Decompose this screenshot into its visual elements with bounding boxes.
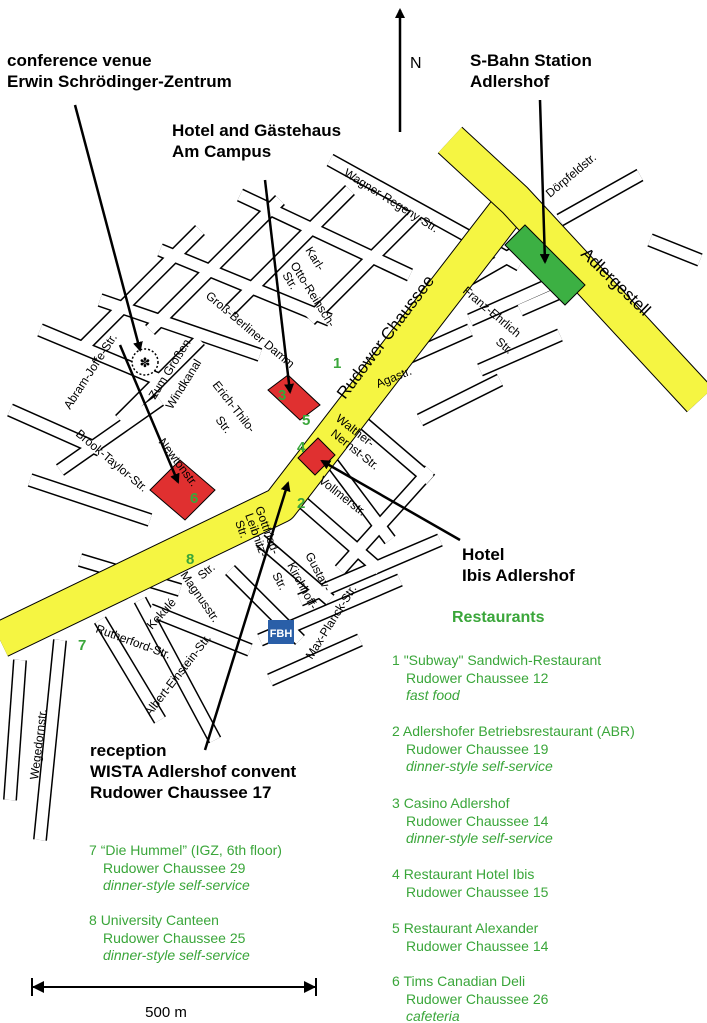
reception-callout-line-1: reception <box>90 741 167 760</box>
hotel-campus-arrow <box>263 179 295 394</box>
venue-callout: conference venue Erwin Schrödinger-Zentr… <box>7 50 232 92</box>
ibis-arrow <box>320 459 461 542</box>
restaurant-5-address: Rudower Chaussee 14 <box>406 937 549 954</box>
restaurant-3-address: Rudower Chaussee 14 <box>406 812 549 829</box>
restaurant-5-name: 5 Restaurant Alexander <box>392 920 539 936</box>
restaurant-2-type: dinner-style self-service <box>406 758 553 774</box>
reception-callout: reception WISTA Adlershof convent Rudowe… <box>90 740 296 803</box>
marker-7: 7 <box>78 637 86 654</box>
restaurant-4-address: Rudower Chaussee 15 <box>406 883 549 900</box>
restaurant-4: 4 Restaurant Hotel Ibis Rudower Chaussee… <box>392 866 548 901</box>
restaurant-7-name: 7 “Die Hummel” (IGZ, 6th floor) <box>89 842 282 858</box>
ibis-callout-line-2: Ibis Adlershof <box>462 566 575 585</box>
restaurant-8-name: 8 University Canteen <box>89 912 219 928</box>
reception-callout-line-2: WISTA Adlershof convent <box>90 762 297 781</box>
restaurant-3-type: dinner-style self-service <box>406 830 553 846</box>
marker-2: 2 <box>297 495 305 512</box>
marker-8: 8 <box>186 551 194 568</box>
fbh-logo: FBH <box>268 620 294 644</box>
marker-3: 3 <box>278 387 286 404</box>
hotel-campus-callout: Hotel and Gästehaus Am Campus <box>172 120 341 162</box>
restaurant-6-type: cafeteria <box>406 1008 460 1023</box>
restaurant-8-address: Rudower Chaussee 25 <box>103 929 246 946</box>
restaurant-2-address: Rudower Chaussee 19 <box>406 740 549 757</box>
venue-callout-line-2: Erwin Schrödinger-Zentrum <box>7 72 232 91</box>
marker-1: 1 <box>333 355 341 372</box>
sbahn-arrow <box>538 99 550 264</box>
sbahn-callout: S-Bahn Station Adlershof <box>470 50 592 92</box>
marker-5: 5 <box>302 412 310 429</box>
conference-venue-marker: ✽ <box>131 348 159 376</box>
hotel-ibis-building <box>297 437 336 476</box>
street-wagner: Wagner-Regeny-Str. <box>341 166 441 236</box>
restaurant-4-name: 4 Restaurant Hotel Ibis <box>392 866 535 882</box>
restaurant-2-name: 2 Adlershofer Betriebsrestaurant (ABR) <box>392 723 635 739</box>
restaurant-5: 5 Restaurant Alexander Rudower Chaussee … <box>392 920 548 955</box>
venue-arrow <box>73 104 143 352</box>
sbahn-callout-line-2: Adlershof <box>470 72 550 91</box>
hotel-buildings <box>149 374 336 521</box>
restaurant-3-name: 3 Casino Adlershof <box>392 795 510 811</box>
scale-bar: 500 m <box>31 978 317 1021</box>
building-6 <box>149 459 216 521</box>
ibis-callout: Hotel Ibis Adlershof <box>462 544 575 586</box>
street-gott-3: Str. <box>232 518 251 540</box>
north-label: N <box>410 55 422 72</box>
marker-4: 4 <box>297 439 306 456</box>
hotel-am-campus-building <box>267 374 321 421</box>
restaurant-markers: 1 2 3 4 5 6 7 8 <box>78 355 341 654</box>
reception-arrow <box>203 481 291 751</box>
venue-callout-line-1: conference venue <box>7 51 152 70</box>
sbahn-station-block <box>504 224 586 306</box>
rudower-chaussee-road <box>0 188 530 657</box>
reception-callout-line-3: Rudower Chaussee 17 <box>90 783 272 802</box>
street-gustav-3: Str. <box>269 570 290 592</box>
restaurant-1-address: Rudower Chaussee 12 <box>406 669 549 686</box>
restaurant-2: 2 Adlershofer Betriebsrestaurant (ABR) R… <box>392 723 635 776</box>
restaurants-heading: Restaurants <box>452 609 545 626</box>
hotel-campus-callout-line-1: Hotel and Gästehaus <box>172 121 342 140</box>
scale-label: 500 m <box>145 1004 187 1021</box>
restaurant-1-type: fast food <box>406 687 460 703</box>
restaurant-6: 6 Tims Canadian Deli Rudower Chaussee 26… <box>392 973 548 1023</box>
restaurant-8: 8 University Canteen Rudower Chaussee 25… <box>89 912 250 965</box>
hotel-campus-callout-line-2: Am Campus <box>172 142 272 161</box>
ibis-callout-line-1: Hotel <box>462 545 505 564</box>
restaurant-3: 3 Casino Adlershof Rudower Chaussee 14 d… <box>392 795 553 848</box>
restaurant-7-type: dinner-style self-service <box>103 877 250 893</box>
fbh-logo-text: FBH <box>270 628 293 640</box>
restaurant-6-address: Rudower Chaussee 26 <box>406 990 549 1007</box>
building-6-arrow <box>118 344 180 484</box>
restaurant-1-name: 1 "Subway" Sandwich-Restaurant <box>392 652 602 668</box>
restaurant-8-type: dinner-style self-service <box>103 947 250 963</box>
north-arrow: N <box>395 8 422 132</box>
street-doerpfeld: Dörpfeldstr. <box>543 150 599 200</box>
restaurant-6-name: 6 Tims Canadian Deli <box>392 973 526 989</box>
restaurant-1: 1 "Subway" Sandwich-Restaurant Rudower C… <box>392 652 601 705</box>
marker-6: 6 <box>190 490 198 507</box>
sbahn-callout-line-1: S-Bahn Station <box>470 51 592 70</box>
restaurant-7-address: Rudower Chaussee 29 <box>103 859 246 876</box>
venue-symbol-icon: ✽ <box>140 356 151 371</box>
callout-arrows <box>73 99 550 751</box>
restaurant-7: 7 “Die Hummel” (IGZ, 6th floor) Rudower … <box>89 842 282 895</box>
street-erich-2: Str. <box>213 413 235 436</box>
